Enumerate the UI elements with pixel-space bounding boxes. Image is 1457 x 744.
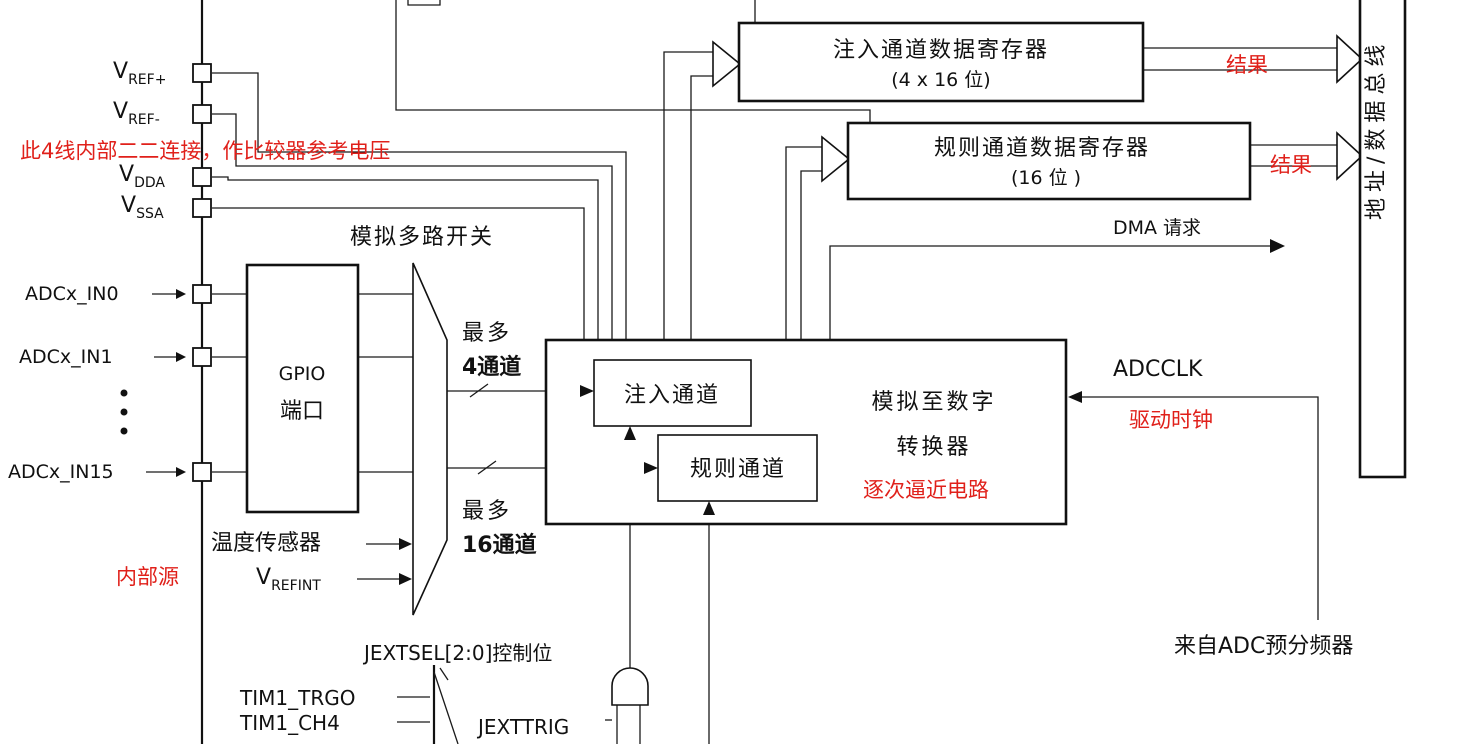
result-annotation-regular: 结果 bbox=[1270, 153, 1312, 177]
regular-register-size: (16 位 ) bbox=[1011, 167, 1081, 189]
regular-register-title: 规则通道数据寄存器 bbox=[934, 136, 1150, 161]
vdda-label: VDDA bbox=[119, 162, 165, 191]
gpio-port-label: 端口 bbox=[280, 399, 324, 424]
gpio-block bbox=[245, 263, 360, 514]
and-gate bbox=[611, 667, 649, 706]
max16-label-2: 16通道 bbox=[462, 532, 537, 558]
vrefint-label: VREFINT bbox=[256, 565, 321, 594]
internal-source-arrows bbox=[357, 538, 412, 585]
tim1-trgo-label: TIM1_TRGO bbox=[239, 686, 355, 710]
internal-source-annotation: 内部源 bbox=[116, 565, 179, 589]
vssa-label: VSSA bbox=[121, 193, 164, 222]
max16-label-1: 最多 bbox=[462, 499, 512, 524]
injected-data-register bbox=[737, 21, 1145, 103]
vref-plus-label: VREF+ bbox=[113, 59, 166, 88]
channel-arrows bbox=[580, 239, 1285, 515]
adc-in1-pin bbox=[192, 347, 212, 367]
injected-register-title: 注入通道数据寄存器 bbox=[833, 38, 1049, 63]
analog-mux bbox=[412, 262, 448, 616]
clock-annotation: 驱动时钟 bbox=[1129, 408, 1213, 432]
vref-minus-pin bbox=[192, 104, 212, 124]
ref-annotation: 此4线内部二二连接，作比较器参考电压 bbox=[20, 139, 390, 163]
injected-channel-label: 注入通道 bbox=[624, 383, 720, 408]
adc-in0-pin bbox=[192, 284, 212, 304]
injected-data-path bbox=[663, 40, 742, 360]
sar-annotation: 逐次逼近电路 bbox=[863, 478, 989, 502]
max4-label-2: 4通道 bbox=[462, 354, 521, 380]
adc-in15-pin bbox=[192, 462, 212, 482]
input-arrows bbox=[120, 289, 186, 477]
vref-plus-pin bbox=[192, 63, 212, 83]
dma-request-label: DMA 请求 bbox=[1113, 217, 1201, 239]
regular-data-register bbox=[846, 121, 1252, 201]
result-arrow-regular bbox=[1336, 131, 1364, 181]
adc-in15-label: ADCx_IN15 bbox=[8, 461, 114, 483]
adc-title-line2: 转换器 bbox=[896, 435, 971, 460]
jextsel-label: JEXTSEL[2:0]控制位 bbox=[362, 641, 552, 665]
adc-in1-label: ADCx_IN1 bbox=[19, 346, 113, 368]
address-data-bus bbox=[1358, 0, 1407, 479]
adc-in0-label: ADCx_IN0 bbox=[25, 283, 119, 305]
injected-channel-box bbox=[593, 359, 752, 427]
jexttrig-label: JEXTTRIG bbox=[476, 715, 569, 739]
adcclk-label: ADCCLK bbox=[1113, 357, 1203, 382]
tim1-ch4-label: TIM1_CH4 bbox=[239, 711, 340, 735]
max4-label-1: 最多 bbox=[462, 321, 512, 346]
result-arrow-injected bbox=[1336, 34, 1364, 84]
bus-label: 地址/数据总线 bbox=[1364, 39, 1389, 220]
regular-channel-box bbox=[657, 434, 818, 502]
regular-data-arrow bbox=[821, 135, 851, 183]
vref-minus-label: VREF- bbox=[113, 99, 160, 128]
vssa-pin bbox=[192, 198, 212, 218]
adc-title-line1: 模拟至数字 bbox=[871, 390, 996, 415]
temp-sensor-label: 温度传感器 bbox=[211, 531, 321, 556]
analog-mux-label: 模拟多路开关 bbox=[350, 225, 494, 250]
routing-wires bbox=[212, 0, 1340, 744]
result-annotation-injected: 结果 bbox=[1226, 53, 1268, 77]
regular-channel-label: 规则通道 bbox=[690, 457, 786, 482]
vdda-pin bbox=[192, 167, 212, 187]
gpio-label: GPIO bbox=[279, 363, 326, 385]
injected-register-size: (4 x 16 位) bbox=[891, 69, 990, 91]
prescaler-label: 来自ADC预分频器 bbox=[1174, 634, 1353, 659]
